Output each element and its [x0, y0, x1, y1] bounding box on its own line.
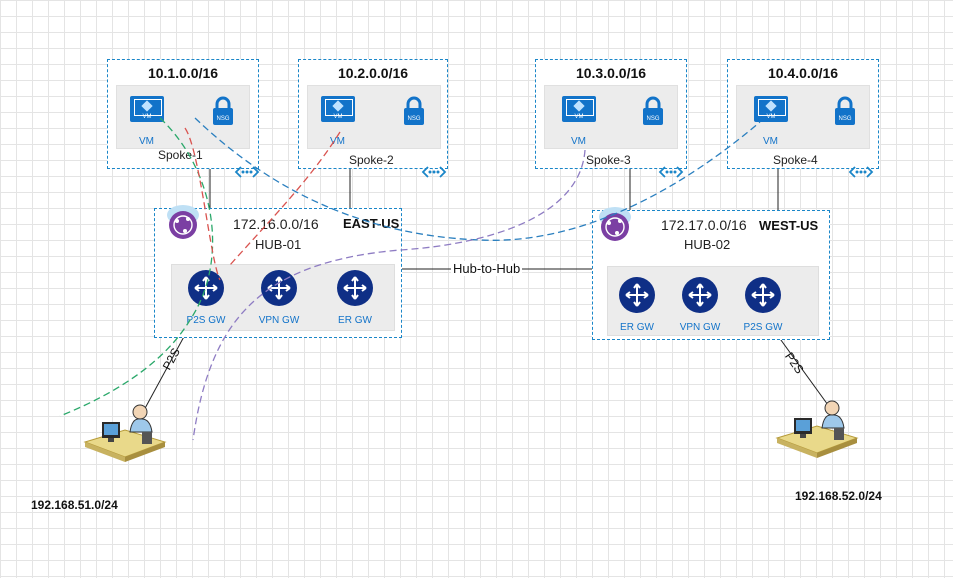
- p2s-client-workstation-icon: [775, 400, 859, 458]
- hub-02-region: WEST-US: [759, 218, 819, 233]
- gateway-label: ER GW: [338, 315, 372, 326]
- vpn-gateway-icon: [682, 277, 718, 313]
- vnet-peering-icon: [421, 166, 447, 178]
- spoke-4-cidr: 10.4.0.0/16: [767, 65, 839, 81]
- vm-icon-text: VM: [766, 114, 776, 120]
- spoke-1-label: Spoke-1: [158, 148, 203, 162]
- nsg-lock-icon: NSG: [835, 96, 855, 125]
- client-subnet-right: 192.168.52.0/24: [795, 489, 882, 503]
- vnet-peering-icon: [658, 166, 684, 178]
- nsg-text: NSG: [216, 116, 229, 122]
- vm-icon: VM: [754, 96, 788, 122]
- er-gateway-icon: [619, 277, 655, 313]
- p2s-gateway-icon: [188, 270, 224, 306]
- nsg-lock-icon: NSG: [643, 96, 663, 125]
- hub-02-box: 172.17.0.0/16 WEST-US HUB-02 ER GW VPN G…: [592, 207, 830, 340]
- spoke-3-label: Spoke-3: [586, 153, 631, 167]
- nsg-text: NSG: [407, 116, 420, 122]
- vnet-peering-icon: [234, 166, 260, 178]
- hub-02-name: HUB-02: [684, 237, 731, 252]
- hub-01-box: 172.16.0.0/16 EAST-US HUB-01 P2S GW VPN …: [154, 205, 402, 338]
- spoke-2-label: Spoke-2: [349, 153, 394, 167]
- spoke-2-box: 10.2.0.0/16 VM VM NSG Spoke-2: [298, 59, 448, 178]
- client-subnet-left: 192.168.51.0/24: [31, 498, 118, 512]
- vm-icon: VM: [562, 96, 596, 122]
- spoke-2-cidr: 10.2.0.0/16: [337, 65, 409, 81]
- hub-to-hub-label: Hub-to-Hub: [451, 261, 523, 276]
- hub-01-cidr: 172.16.0.0/16: [233, 216, 319, 232]
- vm-icon-text: VM: [333, 114, 343, 120]
- nsg-lock-icon: NSG: [404, 96, 424, 125]
- hub-02-cidr: 172.17.0.0/16: [661, 217, 747, 233]
- nsg-lock-icon: NSG: [213, 96, 233, 125]
- spoke-1-box: 10.1.0.0/16 VM VM NSG Spoke-1: [107, 59, 260, 178]
- spoke-3-cidr: 10.3.0.0/16: [575, 65, 647, 81]
- nsg-text: NSG: [838, 116, 851, 122]
- vnet-peering-icon: [848, 166, 874, 178]
- spoke-1-cidr: 10.1.0.0/16: [147, 65, 219, 81]
- vm-label: VM: [330, 136, 345, 147]
- p2s-gateway-icon: [745, 277, 781, 313]
- spoke-4-label: Spoke-4: [773, 153, 818, 167]
- vm-icon: VM: [321, 96, 355, 122]
- spoke-3-box: 10.3.0.0/16 VM VM NSG Spoke-3: [535, 59, 687, 178]
- vm-label: VM: [763, 136, 778, 147]
- vm-label: VM: [139, 136, 154, 147]
- hub-01-name: HUB-01: [255, 237, 302, 252]
- gateway-label: P2S GW: [743, 322, 783, 333]
- vm-icon-text: VM: [574, 114, 584, 120]
- hub-01-region: EAST-US: [343, 216, 400, 231]
- gateway-label: ER GW: [620, 322, 654, 333]
- virtual-wan-hub-icon: [167, 205, 199, 239]
- nsg-text: NSG: [646, 116, 659, 122]
- vm-icon: VM: [130, 96, 164, 122]
- vm-label: VM: [571, 136, 586, 147]
- vpn-gateway-icon: [261, 270, 297, 306]
- virtual-wan-hub-icon: [599, 207, 631, 241]
- vm-icon-text: VM: [142, 114, 152, 120]
- gateway-label: VPN GW: [679, 322, 721, 333]
- p2s-client-workstation-icon: [83, 404, 167, 462]
- spoke-4-box: 10.4.0.0/16 VM VM NSG Spoke-4: [727, 59, 879, 178]
- gateway-label: P2S GW: [186, 315, 226, 326]
- er-gateway-icon: [337, 270, 373, 306]
- gateway-label: VPN GW: [258, 315, 300, 326]
